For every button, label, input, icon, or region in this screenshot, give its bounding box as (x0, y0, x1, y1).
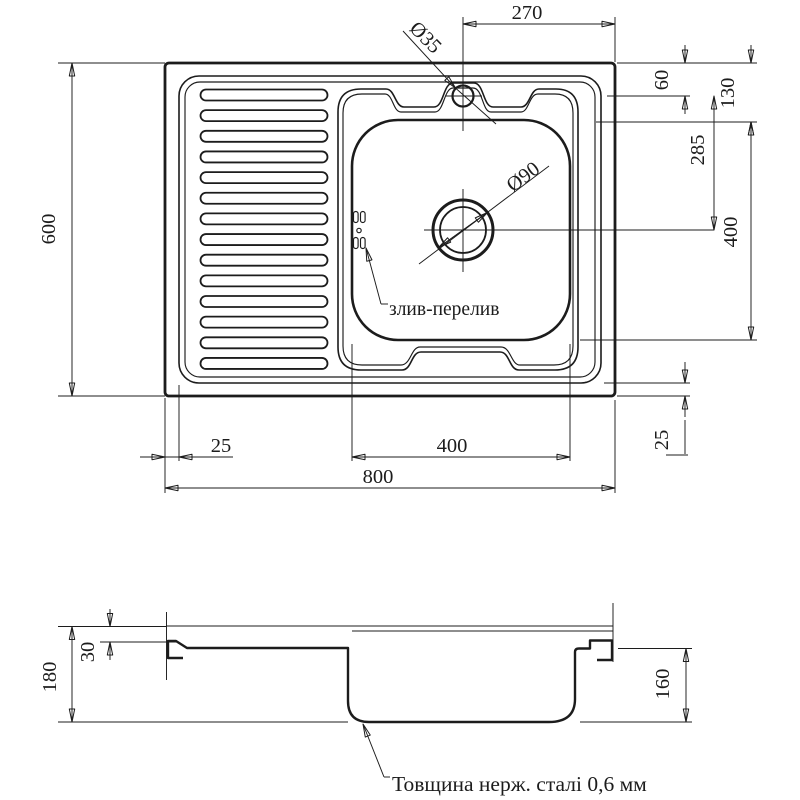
overflow-holes-mark (352, 210, 366, 250)
drainboard-rib (199, 109, 329, 123)
dim-285: 285 (687, 95, 718, 231)
dim-130-label: 130 (717, 78, 739, 109)
dim-600: 600 (38, 62, 165, 397)
dim-130: 130 (596, 45, 757, 140)
dim-800: 800 (164, 398, 616, 493)
drainboard-rib (199, 336, 329, 350)
steel-thickness-note: Товщина нерж. сталі 0,6 мм (392, 772, 647, 796)
callout-faucet-diameter: Ø35 (402, 17, 497, 125)
drainboard-rib (199, 315, 329, 329)
basin-recess-outer (337, 82, 579, 371)
dim-25-right: 25 (604, 362, 690, 456)
dim-800-label: 800 (363, 466, 394, 488)
drainboard-rib (199, 295, 329, 308)
dim-400-right: 400 (580, 121, 757, 341)
dim-400-bottom: 400 (351, 344, 571, 461)
top-view: 270 Ø35 60 130 285 (38, 2, 757, 493)
dim-60-label: 60 (651, 70, 673, 91)
dim-180: 180 (39, 626, 348, 723)
dim-270-label: 270 (512, 2, 543, 24)
profile-outline (166, 639, 614, 724)
callout-steel-thickness: Товщина нерж. сталі 0,6 мм (362, 723, 647, 796)
dim-60: 60 (607, 45, 757, 114)
drainboard-rib (199, 129, 329, 143)
overflow-label: злив-перелив (389, 299, 499, 320)
rim-outer-line (178, 75, 602, 384)
drainboard-rib (199, 212, 329, 226)
dim-180-label: 180 (39, 662, 61, 693)
drainboard-rib (199, 191, 329, 205)
faucet-hole (445, 17, 482, 131)
drainboard-rib (199, 150, 329, 164)
dim-25-left: 25 (140, 385, 233, 461)
dim-160: 160 (580, 648, 692, 723)
sink-outer-edge (163, 61, 617, 398)
dim-270: 270 (462, 2, 616, 62)
dim-400-bottom-label: 400 (437, 435, 468, 457)
dim-285-label: 285 (687, 135, 709, 166)
dim-160-label: 160 (652, 669, 674, 700)
side-view: 180 30 160 Товщина нерж. сталі 0,6 мм (39, 603, 692, 796)
drainboard-ribs (199, 88, 329, 370)
dim-25-left-label: 25 (211, 435, 232, 457)
drainboard-rib (199, 357, 329, 370)
faucet-diameter-label: Ø35 (405, 17, 446, 58)
dim-30-label: 30 (77, 642, 99, 663)
drainboard-rib (199, 253, 329, 267)
drain-diameter-label: Ø90 (503, 158, 544, 197)
drainboard-rib (199, 171, 329, 185)
callout-overflow: злив-перелив (365, 247, 499, 320)
dim-30: 30 (77, 609, 176, 662)
drainboard-rib (199, 88, 329, 102)
dim-25-right-label: 25 (651, 430, 673, 451)
dim-600-label: 600 (38, 214, 60, 245)
drainboard-rib (199, 274, 329, 288)
basin-recess-inner (342, 87, 574, 366)
drainboard-rib (199, 233, 329, 246)
rim-inner-line (184, 81, 596, 378)
dim-400-right-label: 400 (720, 217, 742, 248)
